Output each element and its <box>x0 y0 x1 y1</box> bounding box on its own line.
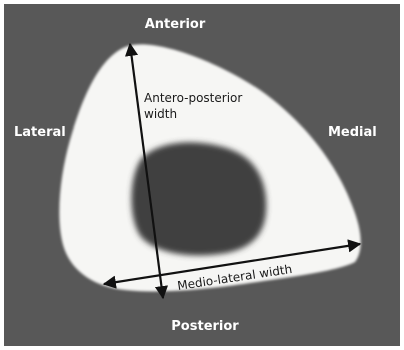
marrow-cavity <box>132 142 267 255</box>
medial-label: Medial <box>328 125 377 140</box>
anterior-label: Anterior <box>145 17 206 32</box>
ap-width-label-line1: Antero-posterior <box>144 91 242 105</box>
lateral-label: Lateral <box>14 125 66 140</box>
posterior-label: Posterior <box>171 319 239 334</box>
ap-width-label-line2: width <box>144 107 177 121</box>
